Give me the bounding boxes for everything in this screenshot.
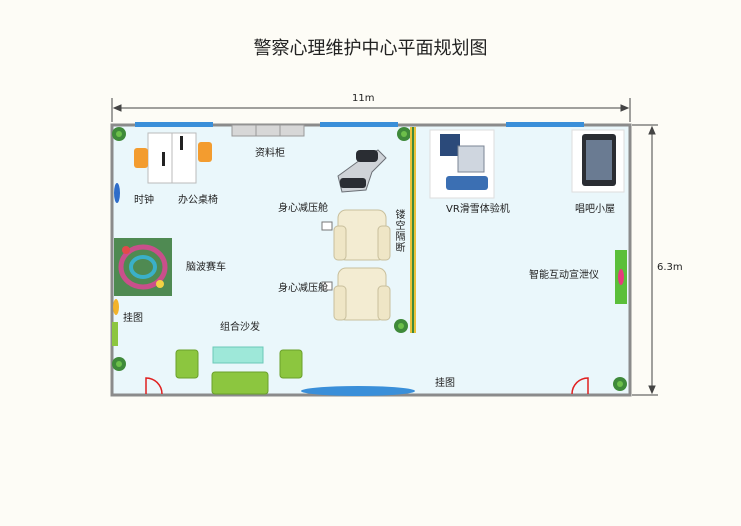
vr-ski-machine-icon (429, 129, 495, 199)
combination-sofa-label: 组合沙发 (220, 322, 260, 333)
width-label: 11m (352, 93, 375, 104)
decompression-cabin-2-label: 身心减压舱 (278, 283, 328, 294)
karaoke-booth-label: 唱吧小屋 (575, 204, 615, 215)
plant-icon (112, 127, 126, 141)
file-cabinet (231, 124, 305, 137)
bottom-window (301, 386, 415, 396)
decompression-cabin-1 (321, 209, 391, 261)
brainwave-racing-label: 脑波赛车 (186, 262, 226, 273)
plant-icon (112, 357, 126, 371)
office-desk-set (134, 132, 212, 184)
left-wall-marker (113, 299, 119, 315)
hollow-partition-label: 镂空隔断 (393, 209, 404, 253)
decompression-cabin-1-label: 身心减压舱 (278, 203, 328, 214)
plant-icon (613, 377, 627, 391)
hollow-partition (410, 127, 416, 333)
file-cabinet-label: 资料柜 (255, 148, 285, 159)
plant-icon (394, 319, 408, 333)
window-1 (135, 122, 213, 127)
height-dimension (632, 124, 658, 396)
window-2 (320, 122, 398, 127)
combination-sofa (175, 346, 303, 395)
width-dimension (111, 98, 631, 122)
office-desk-label: 办公桌椅 (178, 195, 218, 206)
door-left (145, 377, 163, 395)
plant-icon (397, 127, 411, 141)
door-right (571, 377, 589, 395)
vr-ski-label: VR滑雪体验机 (446, 204, 510, 215)
clock-icon (114, 183, 120, 203)
interactive-vent-label: 智能互动宣泄仪 (529, 270, 599, 281)
bottom-hanging-picture-label: 挂图 (435, 378, 455, 389)
left-hanging-picture-label: 挂图 (123, 313, 143, 324)
massage-chair-icon (337, 149, 387, 193)
left-hanging-picture (112, 322, 118, 346)
decompression-cabin-2 (321, 267, 391, 321)
window-3 (506, 122, 584, 127)
clock-label: 时钟 (134, 195, 154, 206)
interactive-vent-device (615, 250, 627, 304)
height-label: 6.3m (657, 262, 683, 273)
page-title: 警察心理维护中心平面规划图 (253, 38, 488, 59)
karaoke-booth-icon (571, 129, 625, 193)
brainwave-racing-track (114, 238, 172, 296)
